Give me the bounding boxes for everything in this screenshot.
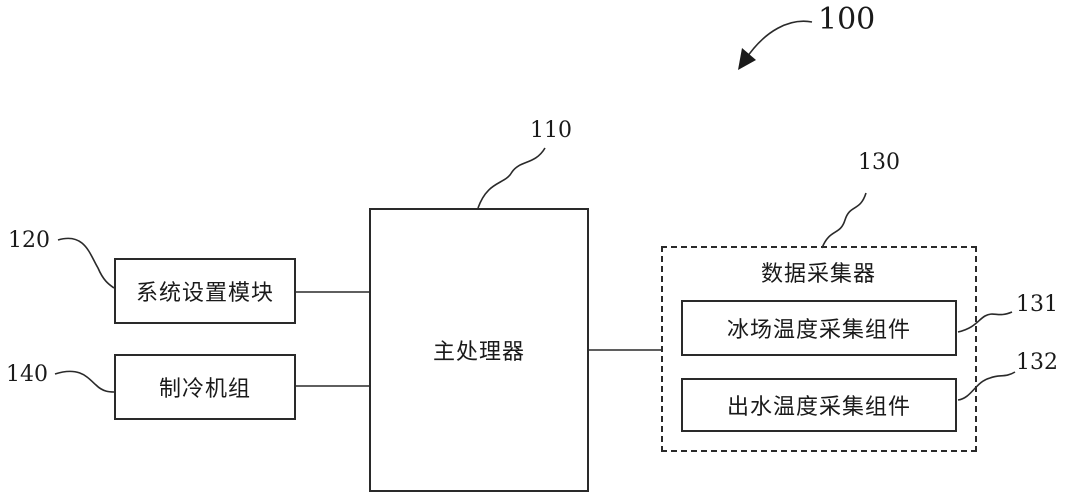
ice-rink-temperature-component-box: 冰场温度采集组件 <box>681 300 957 356</box>
leader-140 <box>54 370 115 393</box>
system-settings-module-label: 系统设置模块 <box>135 281 274 306</box>
outlet-water-temperature-component-ref: 132 <box>1016 350 1058 375</box>
system-settings-module-ref: 120 <box>8 228 50 253</box>
leader-132 <box>957 371 1016 401</box>
ice-rink-temperature-component-label: 冰场温度采集组件 <box>726 318 911 343</box>
refrigeration-unit-box: 制冷机组 <box>114 354 296 420</box>
outlet-water-temperature-component-label: 出水温度采集组件 <box>726 395 911 420</box>
main-processor-ref: 110 <box>530 118 572 143</box>
figure-reference-label: 100 <box>818 2 876 37</box>
main-processor-label: 主处理器 <box>432 340 525 365</box>
refrigeration-unit-ref: 140 <box>6 362 48 387</box>
data-collector-group <box>661 246 977 452</box>
leader-131 <box>957 311 1013 333</box>
leader-130 <box>821 192 867 249</box>
leader-110 <box>477 147 546 209</box>
refrigeration-unit-label: 制冷机组 <box>158 377 251 402</box>
system-settings-module-box: 系统设置模块 <box>114 258 296 324</box>
main-processor-box: 主处理器 <box>369 208 589 492</box>
data-collector-ref: 130 <box>858 150 900 175</box>
figure-arrow-curve <box>744 20 813 61</box>
outlet-water-temperature-component-box: 出水温度采集组件 <box>681 378 957 432</box>
data-collector-label: 数据采集器 <box>761 262 877 287</box>
ice-rink-temperature-component-ref: 131 <box>1016 292 1058 317</box>
leader-120 <box>57 237 115 289</box>
figure-arrow-head <box>738 48 756 70</box>
